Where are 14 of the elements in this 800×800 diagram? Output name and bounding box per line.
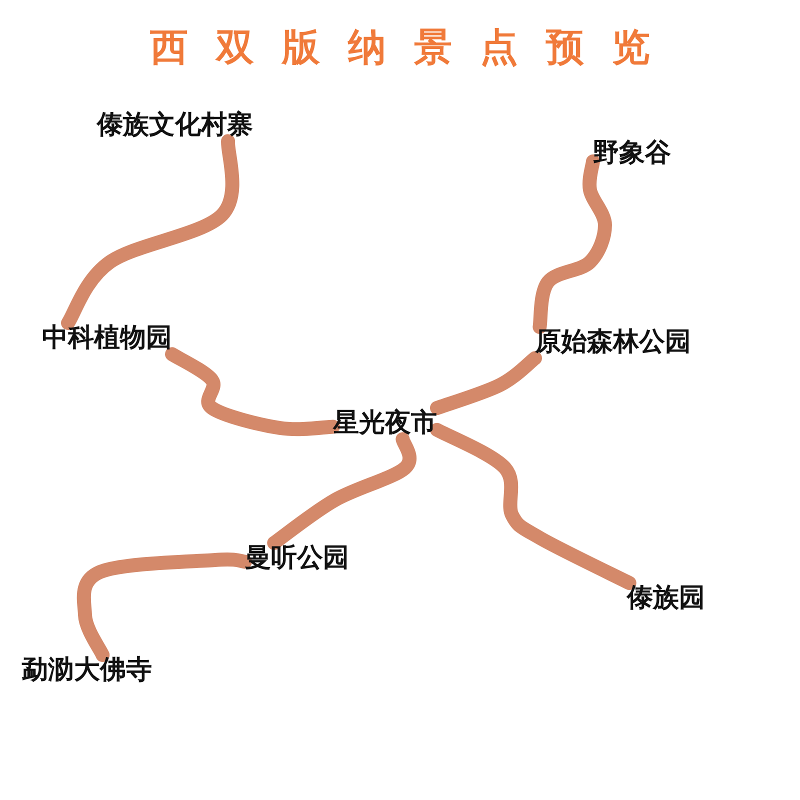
route-line <box>430 351 542 415</box>
place-label: 勐泐大佛寺 <box>22 655 152 686</box>
route-line <box>61 134 240 330</box>
place-label: 中科植物园 <box>42 323 172 354</box>
route-line <box>76 552 252 662</box>
title: 西双版纳景点预览 <box>149 24 679 71</box>
route-line <box>430 422 636 590</box>
place-label: 星光夜市 <box>333 408 437 440</box>
place-label: 傣族文化村寨 <box>97 110 253 142</box>
route-line <box>165 347 340 436</box>
place-label: 野象谷 <box>593 138 671 170</box>
place-label: 原始森林公园 <box>535 327 691 358</box>
place-label: 傣族园 <box>627 583 705 614</box>
place-label: 曼听公园 <box>245 543 349 574</box>
